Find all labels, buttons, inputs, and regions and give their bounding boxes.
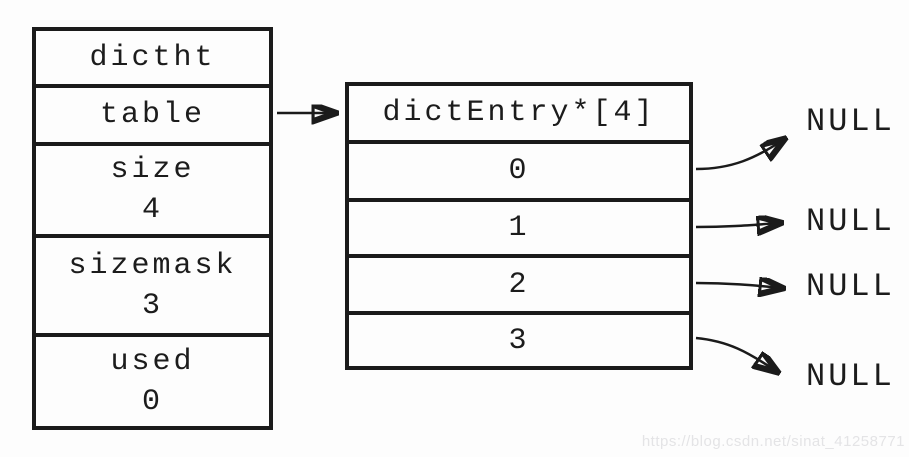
null-label-1: NULL: [806, 203, 895, 240]
bucket-slot-2: 2: [349, 258, 689, 315]
field-label-table: table: [99, 98, 205, 132]
dictht-field-sizemask: sizemask 3: [36, 238, 269, 337]
dictht-field-size: size 4: [36, 146, 269, 238]
dictentry-array-box: dictEntry*[4] 0 1 2 3: [345, 82, 693, 370]
bucket3-null-arrow-icon: [695, 336, 776, 371]
dictentry-title-cell: dictEntry*[4]: [349, 86, 689, 144]
dictht-field-used: used 0: [36, 337, 269, 426]
bucket-slot-3: 3: [349, 315, 689, 366]
bucket0-null-arrow-icon: [695, 140, 783, 171]
dictht-field-table: table: [36, 88, 269, 146]
bucket2-null-arrow-icon: [695, 283, 781, 288]
bucket-slot-0: 0: [349, 144, 689, 202]
field-value-used: 0: [141, 384, 163, 419]
bucket-slot-1: 1: [349, 202, 689, 258]
csdn-watermark: https://blog.csdn.net/sinat_41258771: [641, 433, 905, 450]
bucket-slot-2-index: 2: [508, 267, 530, 302]
field-value-size: 4: [141, 193, 163, 227]
null-label-3: NULL: [806, 358, 895, 395]
bucket-slot-3-index: 3: [508, 323, 530, 358]
field-label-sizemask: sizemask: [68, 248, 237, 283]
bucket1-null-arrow-icon: [695, 223, 779, 227]
field-label-size: size: [110, 153, 195, 187]
field-label-used: used: [110, 344, 195, 379]
bucket-slot-1-index: 1: [508, 211, 530, 245]
null-label-0: NULL: [806, 103, 895, 140]
dictht-title-cell: dictht: [36, 31, 269, 88]
dictentry-title: dictEntry*[4]: [382, 96, 656, 130]
dictht-struct-box: dictht table size 4 sizemask 3 used 0: [32, 27, 273, 430]
field-value-sizemask: 3: [141, 288, 163, 323]
dictht-title: dictht: [89, 40, 216, 75]
bucket-slot-0-index: 0: [508, 154, 530, 188]
null-label-2: NULL: [806, 268, 895, 305]
